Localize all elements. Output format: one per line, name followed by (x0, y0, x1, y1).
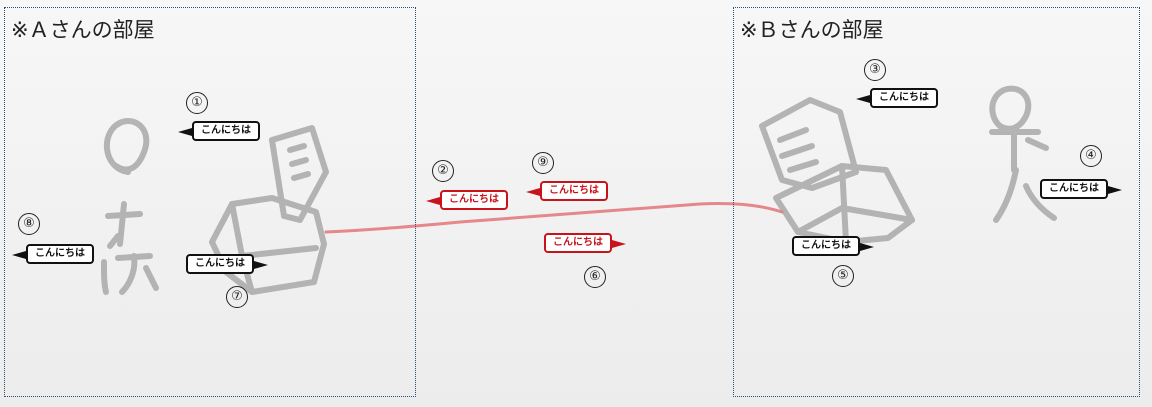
speech-tail-icon (860, 243, 874, 251)
telephone-wire (324, 201, 784, 234)
speech-bubble-4: こんにちは (1040, 179, 1122, 199)
speech-tail-icon (856, 95, 870, 103)
step-marker-7: ⑦ (226, 286, 248, 308)
speech-bubble-2: こんにちは (426, 190, 508, 210)
room-a-title: ※Ａさんの部屋 (11, 18, 155, 42)
step-marker-5: ⑤ (832, 265, 854, 287)
speech-bubble-2-text: こんにちは (449, 194, 499, 205)
speech-bubble-5: こんにちは (792, 236, 874, 256)
speech-bubble-9: こんにちは (526, 181, 608, 201)
speech-tail-icon (426, 197, 440, 205)
room-a-frame: ※Ａさんの部屋 (4, 7, 416, 397)
speech-bubble-5-text: こんにちは (801, 240, 851, 251)
speech-bubble-8-text: こんにちは (35, 248, 85, 259)
speech-bubble-1: こんにちは (178, 121, 260, 141)
speech-tail-icon (612, 240, 626, 248)
person-a-icon (101, 118, 159, 295)
step-marker-4: ④ (1080, 145, 1102, 167)
speech-tail-icon (12, 251, 26, 259)
speech-bubble-6: こんにちは (544, 233, 626, 253)
step-marker-3: ③ (864, 59, 886, 81)
person-b-icon (989, 85, 1057, 223)
speech-tail-icon (1108, 186, 1122, 194)
speech-bubble-8: こんにちは (12, 244, 94, 264)
telephone-b-icon (759, 97, 915, 245)
speech-bubble-7-text: こんにちは (195, 258, 245, 269)
speech-bubble-9-text: こんにちは (549, 185, 599, 196)
speech-bubble-6-text: こんにちは (553, 237, 603, 248)
step-marker-2: ② (432, 160, 454, 182)
step-marker-9: ⑨ (532, 152, 554, 174)
speech-tail-icon (526, 188, 540, 196)
speech-tail-icon (178, 128, 192, 136)
speech-bubble-1-text: こんにちは (201, 125, 251, 136)
speech-bubble-3: こんにちは (856, 88, 938, 108)
room-b-title: ※Ｂさんの部屋 (740, 18, 884, 42)
speech-bubble-7: こんにちは (186, 254, 268, 274)
room-b-frame: ※Ｂさんの部屋 (733, 7, 1140, 397)
step-marker-8: ⑧ (18, 213, 40, 235)
step-marker-1: ① (186, 92, 208, 114)
step-marker-6: ⑥ (584, 266, 606, 288)
speech-tail-icon (254, 261, 268, 269)
speech-bubble-4-text: こんにちは (1049, 183, 1099, 194)
speech-bubble-3-text: こんにちは (879, 92, 929, 103)
